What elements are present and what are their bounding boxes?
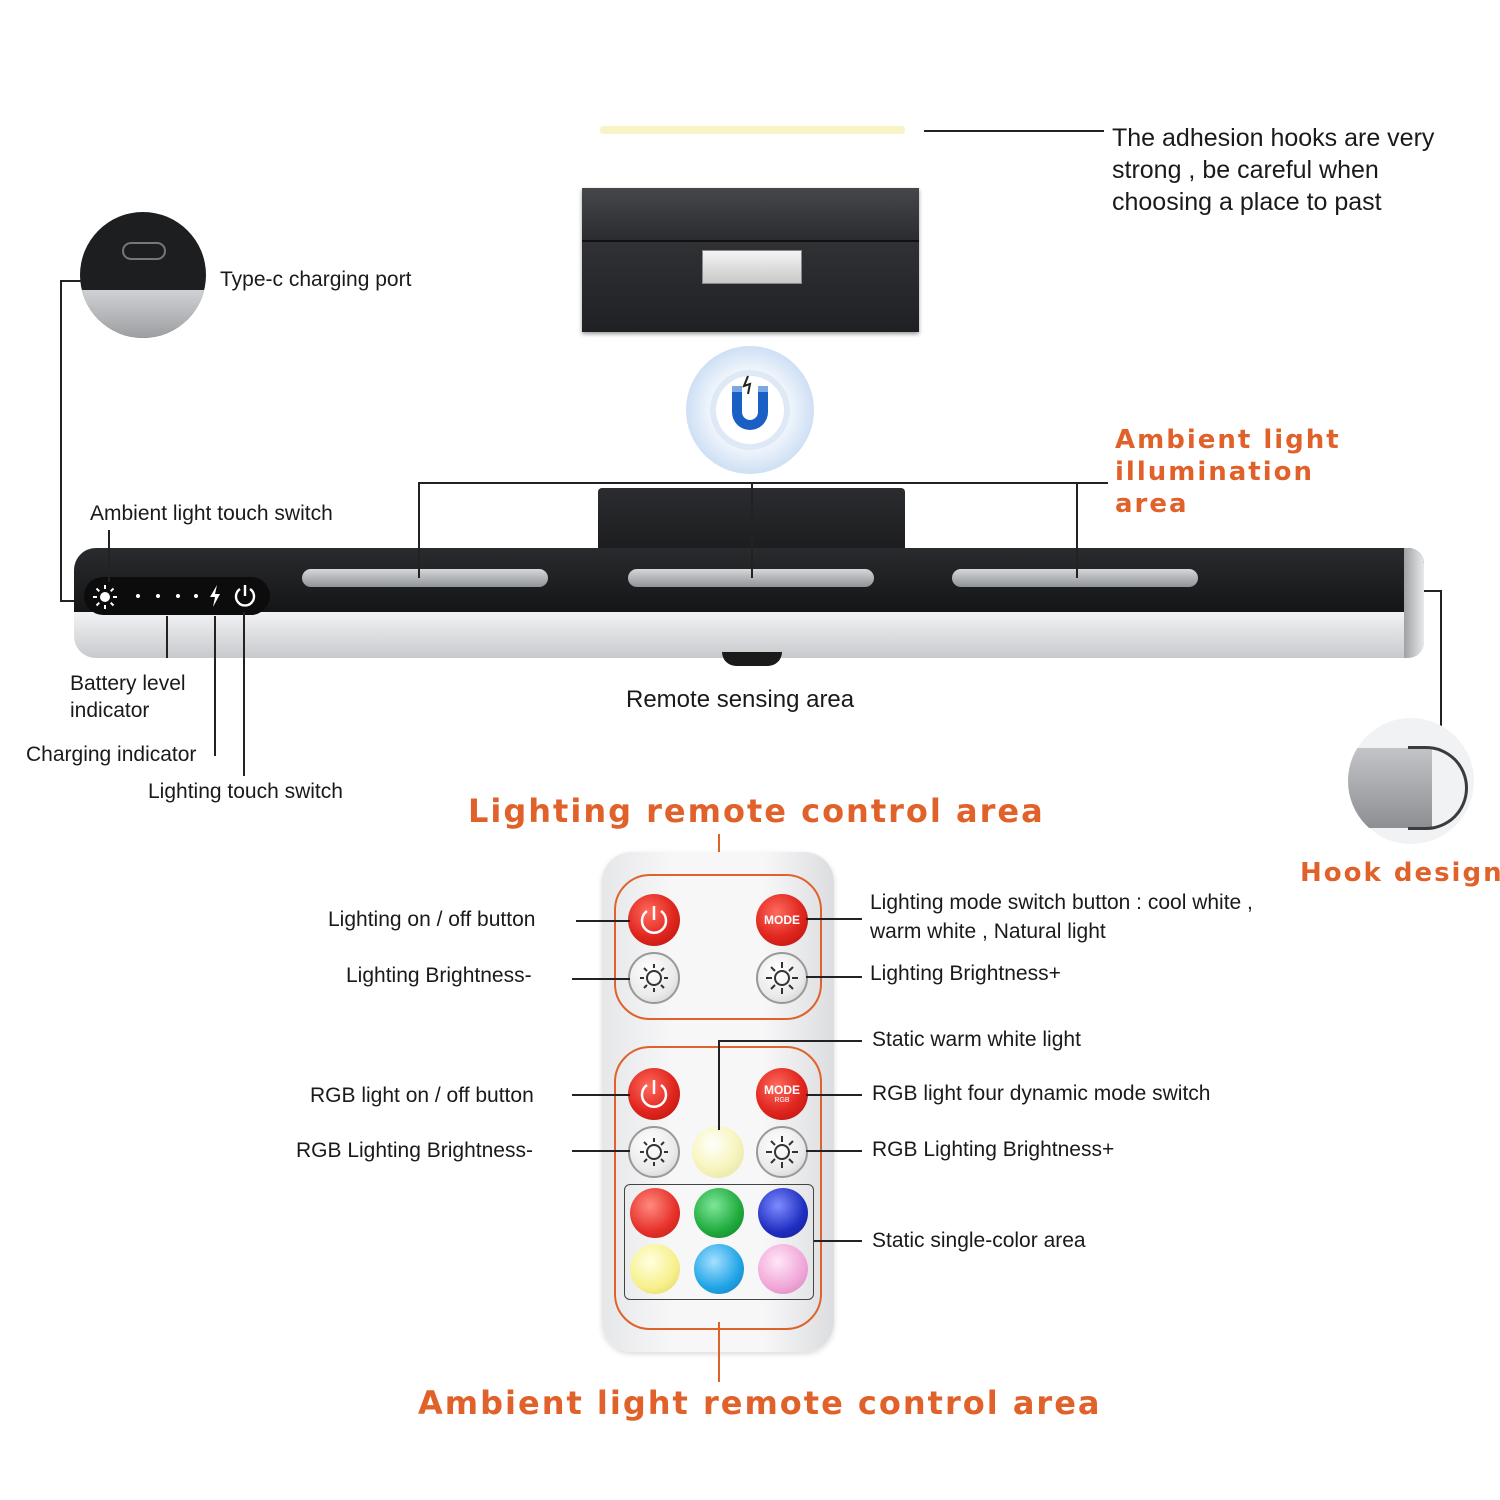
typec-leader-v	[60, 280, 62, 600]
illumination-window-3	[952, 569, 1198, 587]
static-warm-leader-v	[718, 1040, 720, 1130]
hook-design-label: Hook design	[1300, 858, 1500, 888]
green-color-button[interactable]	[694, 1188, 744, 1238]
color-grid-outline	[624, 1184, 814, 1300]
lighting-brightness-minus-button[interactable]	[628, 952, 680, 1004]
typec-leader-h	[60, 280, 82, 282]
rgb-mode-button[interactable]: MODE RGB	[756, 1068, 808, 1120]
hook-leader-v	[1440, 590, 1442, 730]
ambient-area-label: Ambient light illumination area	[1115, 425, 1341, 519]
hook-detail-image	[1348, 718, 1474, 844]
cyan-color-button[interactable]	[694, 1244, 744, 1294]
rgb-mode-label: RGB light four dynamic mode switch	[872, 1082, 1211, 1105]
rgb-mode-subtext: RGB	[774, 1096, 790, 1104]
touch-control-panel	[84, 577, 270, 615]
red-color-button[interactable]	[630, 1188, 680, 1238]
blue-color-button[interactable]	[758, 1188, 808, 1238]
lighting-power-button[interactable]	[628, 894, 680, 946]
ambient-area-bracket	[418, 482, 1108, 484]
typec-label: Type-c charging port	[220, 268, 412, 291]
rgb-onoff-label: RGB light on / off button	[310, 1084, 534, 1107]
static-single-color-leader	[814, 1240, 862, 1242]
lighting-touch-leader	[243, 612, 245, 776]
static-single-color-label: Static single-color area	[872, 1229, 1086, 1252]
brightness-plus-leader	[806, 976, 862, 978]
usb-c-port-icon	[80, 212, 206, 338]
rgb-mode-leader	[806, 1094, 862, 1096]
battery-dot-3	[176, 594, 180, 598]
rgb-brightness-plus-button[interactable]	[756, 1126, 808, 1178]
pink-color-button[interactable]	[758, 1244, 808, 1294]
adhesion-label: The adhesion hooks are very strong , be …	[1112, 124, 1435, 216]
hook-leader-h	[1424, 590, 1440, 592]
battery-dot-1	[136, 594, 140, 598]
lighting-mode-text: MODE	[764, 913, 800, 927]
ambient-touch-label: Ambient light touch switch	[90, 502, 333, 525]
battery-label: Battery level indicator	[70, 672, 186, 722]
rgb-brightness-minus-label: RGB Lighting Brightness-	[296, 1139, 533, 1162]
lighting-zone-outline	[614, 874, 822, 1020]
power-icon[interactable]	[232, 583, 258, 609]
lighting-mode-button[interactable]: MODE	[756, 894, 808, 946]
rgb-brightness-plus-label: RGB Lighting Brightness+	[872, 1138, 1115, 1161]
lighting-mode-label: Lighting mode switch button : cool white…	[870, 891, 1253, 943]
ambient-area-drop-2	[751, 482, 753, 578]
ambient-remote-leader	[718, 1322, 720, 1382]
ambient-area-drop-3	[1076, 482, 1078, 578]
brightness-minus-label: Lighting Brightness-	[346, 964, 532, 987]
rgb-power-button[interactable]	[628, 1068, 680, 1120]
remote-sensor	[722, 652, 782, 666]
static-warm-leader-h	[718, 1040, 862, 1042]
lighting-mode-leader	[806, 918, 862, 920]
lighting-onoff-leader	[576, 920, 630, 922]
battery-leader	[166, 616, 168, 658]
illumination-window-1	[302, 569, 548, 587]
brightness-plus-label: Lighting Brightness+	[870, 962, 1061, 985]
lighting-remote-area-title: Lighting remote control area	[468, 792, 1045, 830]
brightness-minus-leader	[572, 978, 630, 980]
sun-icon[interactable]	[92, 584, 118, 610]
static-warm-label: Static warm white light	[872, 1028, 1081, 1051]
ambient-area-drop-1	[418, 482, 420, 578]
typec-leader-end	[60, 600, 80, 602]
lighting-touch-label: Lighting touch switch	[148, 780, 343, 803]
magnet-icon	[686, 346, 814, 474]
adhesion-strip	[600, 126, 905, 134]
charging-label: Charging indicator	[26, 743, 197, 766]
rgb-brightness-plus-leader	[806, 1150, 862, 1152]
illumination-window-2	[628, 569, 874, 587]
hook-magnet-plate	[702, 250, 802, 284]
rgb-mode-text: MODE	[764, 1082, 800, 1097]
lighting-brightness-plus-button[interactable]	[756, 952, 808, 1004]
adhesion-leader-line	[924, 130, 1104, 132]
rgb-onoff-leader	[572, 1094, 630, 1096]
battery-dot-4	[194, 594, 198, 598]
rgb-brightness-minus-button[interactable]	[628, 1126, 680, 1178]
light-bar	[74, 548, 1424, 658]
magnetic-hook	[582, 188, 919, 332]
static-warm-white-button[interactable]	[692, 1126, 744, 1178]
ambient-remote-area-title: Ambient light remote control area	[418, 1384, 1102, 1422]
rgb-brightness-minus-leader	[572, 1150, 630, 1152]
remote-sensing-label: Remote sensing area	[626, 686, 855, 713]
bolt-icon	[210, 585, 220, 607]
yellow-color-button[interactable]	[630, 1244, 680, 1294]
battery-dot-2	[156, 594, 160, 598]
lighting-onoff-label: Lighting on / off button	[328, 908, 536, 931]
ambient-touch-leader	[108, 530, 110, 582]
charging-leader	[214, 616, 216, 756]
